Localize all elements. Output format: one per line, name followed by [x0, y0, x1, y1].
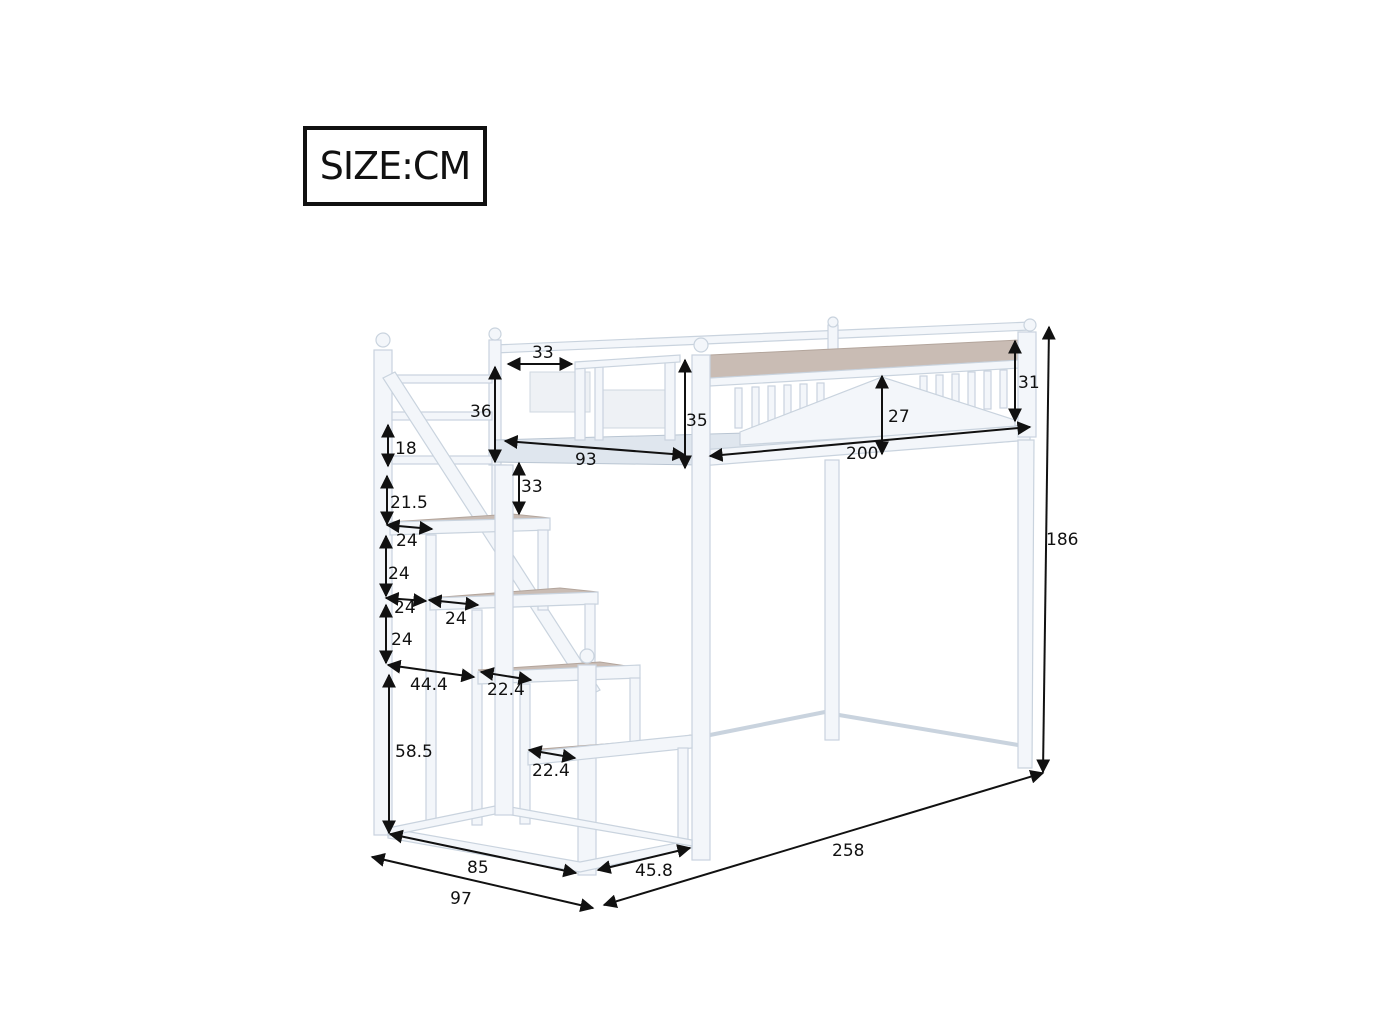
- dim-total-height: 186: [1046, 530, 1078, 550]
- dim-stair-total-length: 97: [449, 888, 472, 909]
- bed-frame: [488, 316, 1037, 861]
- dim-entry-platform-length: 93: [575, 450, 597, 470]
- dim-entry-rail-height: 36: [470, 402, 492, 422]
- dim-guardrail-side-height: 35: [686, 411, 708, 431]
- dim-step2-depth: 24: [445, 609, 467, 629]
- dim-guardrail-center-height: 27: [888, 407, 910, 427]
- dim-headboard-height: 31: [1018, 373, 1040, 393]
- dim-step-rise-2: 24: [391, 630, 413, 650]
- dim-step1-depth: 24: [396, 531, 418, 551]
- dim-step-rise-1: 24: [388, 564, 410, 584]
- dim-step4-depth: 22.4: [532, 761, 570, 781]
- dimension-annotations: 33 36 18 21.5 33 35 93 200 27 31 186 24 …: [370, 325, 1078, 912]
- dim-step-offset-left: 24: [394, 598, 416, 618]
- dim-stair-width: 45.8: [635, 861, 673, 881]
- dim-gate-opening: 33: [532, 343, 554, 363]
- unit-label-box: SIZE:CM: [303, 126, 487, 206]
- dim-stair-base-length: 85: [467, 858, 489, 878]
- dim-top-step-to-platform: 33: [521, 477, 543, 497]
- dim-stair-offset: 44.4: [410, 675, 448, 695]
- unit-label: SIZE:CM: [319, 144, 471, 188]
- dim-bed-length: 200: [846, 444, 878, 464]
- dim-handrail-to-step: 21.5: [390, 493, 428, 513]
- dim-handrail-gap: 18: [395, 439, 417, 459]
- dim-step3-depth: 22.4: [487, 680, 525, 700]
- dim-lower-cabinet-height: 58.5: [395, 742, 433, 762]
- dim-total-length: 258: [832, 841, 864, 861]
